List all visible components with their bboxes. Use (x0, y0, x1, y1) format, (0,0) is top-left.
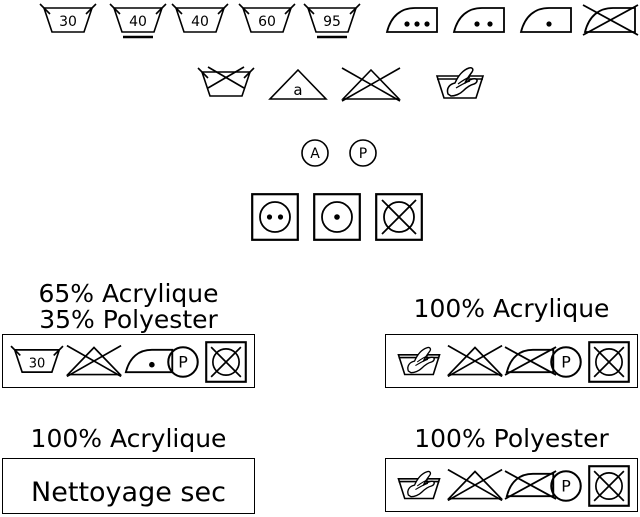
care-label-title-100-acrylique: 100% Acrylique (413, 294, 610, 323)
dry-clean-circle-p-icon: P (348, 138, 378, 168)
tumble-dry-one-dot-icon (313, 193, 361, 241)
dry-clean-circle-p-icon: P (549, 469, 583, 503)
wash-tub-40-gentle-icon: 40 (109, 3, 167, 40)
dry-clean-circle-a-icon: A (300, 138, 330, 168)
do-not-iron-icon (582, 4, 639, 36)
wash-temperature-text: 30 (29, 357, 46, 372)
do-not-bleach-icon (341, 67, 401, 102)
iron-one-dot-icon (124, 346, 176, 376)
iron-three-dots-icon (385, 4, 441, 36)
dry-clean-letter-text: P (359, 146, 367, 162)
do-not-wash-icon (197, 66, 255, 100)
care-label-title-100-acrylique-drytext: 100% Acrylique (30, 424, 227, 453)
wash-tub-30-icon: 30 (39, 3, 97, 36)
care-label-title-100-polyester: 100% Polyester (414, 424, 609, 453)
bleach-letter-text: a (293, 81, 302, 99)
hand-wash-icon (432, 66, 488, 102)
tumble-dry-two-dots-icon (251, 193, 299, 241)
wash-tub-60-icon: 60 (238, 3, 296, 36)
dry-clean-text: Nettoyage sec (31, 477, 226, 508)
wash-temperature-text: 40 (129, 14, 147, 30)
do-not-tumble-dry-icon (588, 465, 630, 507)
dry-clean-circle-p-icon: P (549, 345, 583, 379)
do-not-iron-icon (504, 346, 557, 376)
do-not-tumble-dry-icon (375, 193, 423, 241)
do-not-iron-icon (504, 470, 557, 500)
hand-wash-icon (394, 344, 444, 380)
dry-clean-letter-text: P (178, 353, 188, 372)
wash-tub-40-icon: 40 (171, 3, 229, 36)
wash-temperature-text: 30 (59, 14, 77, 30)
wash-temperature-text: 40 (191, 14, 209, 30)
dry-clean-letter-text: P (561, 353, 571, 372)
wash-temperature-text: 95 (323, 14, 341, 30)
wash-temperature-text: 60 (258, 14, 276, 30)
do-not-tumble-dry-icon (205, 341, 247, 383)
iron-two-dots-icon (452, 4, 508, 36)
wash-tub-95-gentle-icon: 95 (303, 3, 361, 40)
bleach-allowed-triangle-a-icon: a (268, 68, 328, 102)
do-not-bleach-icon (446, 344, 504, 378)
do-not-bleach-icon (446, 468, 504, 502)
dry-clean-letter-text: A (310, 146, 320, 162)
care-label-title-acrylique-polyester: 65% Acrylique 35% Polyester (38, 279, 219, 334)
dry-clean-letter-text: P (561, 477, 571, 496)
hand-wash-icon (394, 468, 444, 504)
wash-tub-30-icon: 30 (10, 345, 64, 376)
dry-clean-circle-p-icon: P (166, 345, 200, 379)
do-not-bleach-icon (65, 344, 123, 378)
care-label-box-nettoyage-sec: Nettoyage sec (2, 458, 255, 514)
iron-one-dot-icon (519, 4, 575, 36)
do-not-tumble-dry-icon (588, 341, 630, 383)
